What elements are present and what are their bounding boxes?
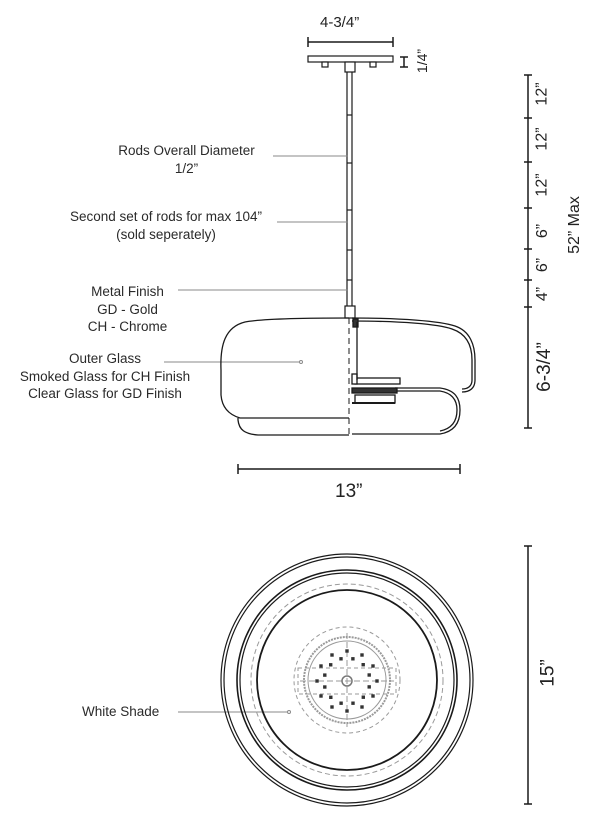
mounting-hole bbox=[351, 657, 355, 661]
suspension-rod bbox=[344, 72, 356, 319]
rod-segment-label: 12” bbox=[533, 127, 551, 151]
pendant-side-view bbox=[220, 317, 476, 436]
callout-rods-diameter: Rods Overall Diameter 1/2” bbox=[104, 142, 269, 177]
canopy bbox=[307, 55, 394, 73]
diameter-dimension-line bbox=[524, 545, 532, 805]
mounting-hole bbox=[360, 705, 364, 709]
mounting-hole bbox=[360, 653, 364, 657]
mounting-hole bbox=[375, 679, 379, 683]
callout-second-rods: Second set of rods for max 104” (sold se… bbox=[58, 208, 274, 243]
mounting-hole bbox=[329, 695, 333, 699]
leader-lines bbox=[164, 155, 348, 714]
metal-finish-title: Metal Finish bbox=[91, 284, 164, 299]
metal-finish-option: CH - Chrome bbox=[87, 319, 168, 334]
mounting-hole bbox=[339, 701, 343, 705]
mounting-hole bbox=[367, 673, 371, 677]
rod-segment-label: 4” bbox=[534, 286, 552, 302]
body-height-label: 6-3/4” bbox=[533, 342, 555, 392]
mounting-hole bbox=[361, 695, 365, 699]
mounting-hole bbox=[315, 679, 319, 683]
mounting-hole bbox=[323, 673, 327, 677]
body-width-dimension-line bbox=[237, 464, 461, 474]
mounting-hole bbox=[361, 663, 365, 667]
callout-white-shade: White Shade bbox=[82, 704, 160, 719]
mounting-hole bbox=[329, 663, 333, 667]
mounting-hole bbox=[351, 701, 355, 705]
canopy-width-dimension-line bbox=[307, 37, 394, 47]
canopy-width-label: 4-3/4” bbox=[320, 14, 360, 31]
second-rods-note: (sold seperately) bbox=[116, 226, 216, 242]
rod-segment-label: 6” bbox=[534, 257, 552, 273]
mounting-hole bbox=[330, 705, 334, 709]
rod-segment-label: 12” bbox=[533, 82, 551, 106]
pendant-top-view bbox=[220, 553, 474, 807]
mounting-hole bbox=[319, 694, 323, 698]
callout-outer-glass: Outer Glass Smoked Glass for CH Finish C… bbox=[10, 350, 200, 403]
mounting-hole bbox=[323, 685, 327, 689]
canopy-height-label: 1/4” bbox=[414, 48, 431, 74]
mounting-hole bbox=[371, 664, 375, 668]
rod-segment-label: 12” bbox=[533, 173, 551, 197]
mounting-hole bbox=[371, 694, 375, 698]
callout-metal-finish: Metal Finish GD - Gold CH - Chrome bbox=[80, 283, 175, 336]
outer-glass-title: Outer Glass bbox=[68, 351, 142, 366]
rods-diameter-title: Rods Overall Diameter bbox=[118, 143, 255, 158]
top-view-diameter-label: 15” bbox=[537, 659, 559, 687]
outer-glass-option: Smoked Glass for CH Finish bbox=[19, 368, 191, 384]
canopy-height-dimension-line bbox=[400, 56, 408, 68]
mounting-hole bbox=[345, 649, 349, 653]
metal-finish-option: GD - Gold bbox=[97, 301, 158, 317]
mounting-hole bbox=[330, 653, 334, 657]
rod-segment-label: 6” bbox=[534, 223, 552, 239]
second-rods-title: Second set of rods for max 104” bbox=[69, 209, 263, 224]
mounting-hole bbox=[339, 657, 343, 661]
overall-max-label: 52” Max bbox=[565, 196, 583, 254]
height-dimension-chain bbox=[524, 74, 532, 429]
rods-diameter-value: 1/2” bbox=[174, 160, 199, 176]
body-width-label: 13” bbox=[335, 481, 363, 502]
mounting-hole bbox=[319, 664, 323, 668]
mounting-hole bbox=[345, 709, 349, 713]
mounting-holes bbox=[315, 649, 379, 713]
outer-glass-option: Clear Glass for GD Finish bbox=[28, 386, 182, 401]
mounting-hole bbox=[367, 685, 371, 689]
